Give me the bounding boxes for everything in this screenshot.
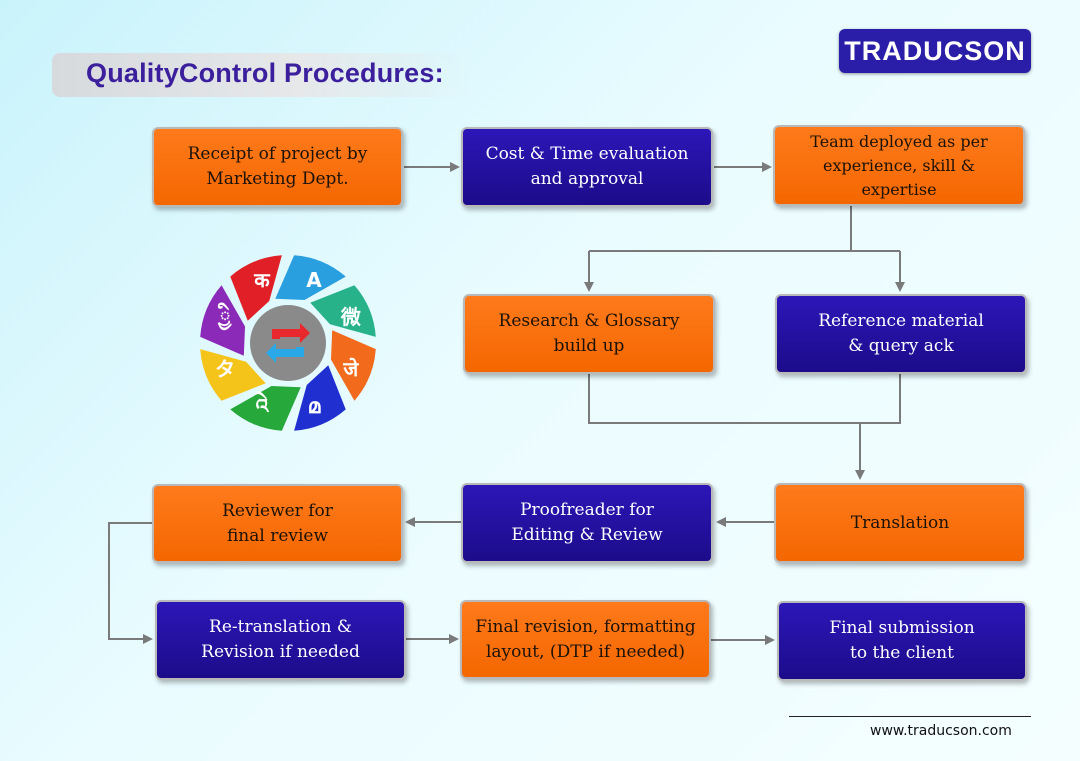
step-research-glossary: Research & Glossary build up xyxy=(463,294,715,374)
step-reviewer: Reviewer for final review xyxy=(152,484,403,563)
arrow-reviewer-to-retranslation xyxy=(108,522,153,644)
wheel-glyph: जे xyxy=(342,357,359,381)
wheel-segment xyxy=(230,385,301,431)
page-title: QualityControl Procedures: xyxy=(86,58,444,88)
connector-research-merge xyxy=(588,374,860,424)
wheel-glyph: 微 xyxy=(340,305,361,329)
language-wheel-icon: A微 जे മ འེ タྱི क xyxy=(200,255,376,431)
wheel-glyph: ྱི xyxy=(217,302,232,331)
wheel-segment xyxy=(310,285,376,337)
connector-reference-merge xyxy=(860,374,901,424)
brand-logo: TRADUCSON xyxy=(839,29,1031,73)
wheel-segment xyxy=(200,349,266,401)
wheel-segment xyxy=(200,285,246,356)
logo-text: TRADUCSON xyxy=(844,35,1026,66)
wheel-segment xyxy=(330,330,376,401)
wheel-segment xyxy=(294,365,346,431)
sync-arrow-icon xyxy=(266,343,304,363)
step-reference-material: Reference material & query ack xyxy=(775,294,1027,374)
title-banner xyxy=(52,53,472,97)
footer-divider xyxy=(789,716,1031,717)
step-team-deployed: Team deployed as per experience, skill &… xyxy=(773,125,1025,206)
wheel-glyph: A xyxy=(306,268,322,292)
step-proofreader: Proofreader for Editing & Review xyxy=(461,483,713,563)
footer-url: www.traducson.com xyxy=(870,723,1012,739)
step-translation: Translation xyxy=(774,483,1026,563)
wheel-glyph: क xyxy=(253,268,271,292)
wheel-glyph: འེ xyxy=(256,391,270,418)
step-receipt: Receipt of project by Marketing Dept. xyxy=(152,127,403,207)
wheel-segment xyxy=(275,255,346,301)
step-final-submission: Final submission to the client xyxy=(777,601,1027,681)
step-cost-evaluation: Cost & Time evaluation and approval xyxy=(461,127,713,207)
sync-arrow-icon xyxy=(272,323,310,343)
wheel-segment xyxy=(230,255,282,321)
step-final-revision: Final revision, formatting layout, (DTP … xyxy=(460,600,711,679)
wheel-glyph: タ xyxy=(215,357,235,381)
wheel-center xyxy=(250,305,326,381)
wheel-glyph: മ xyxy=(308,394,321,418)
step-retranslation: Re-translation & Revision if needed xyxy=(155,600,406,680)
